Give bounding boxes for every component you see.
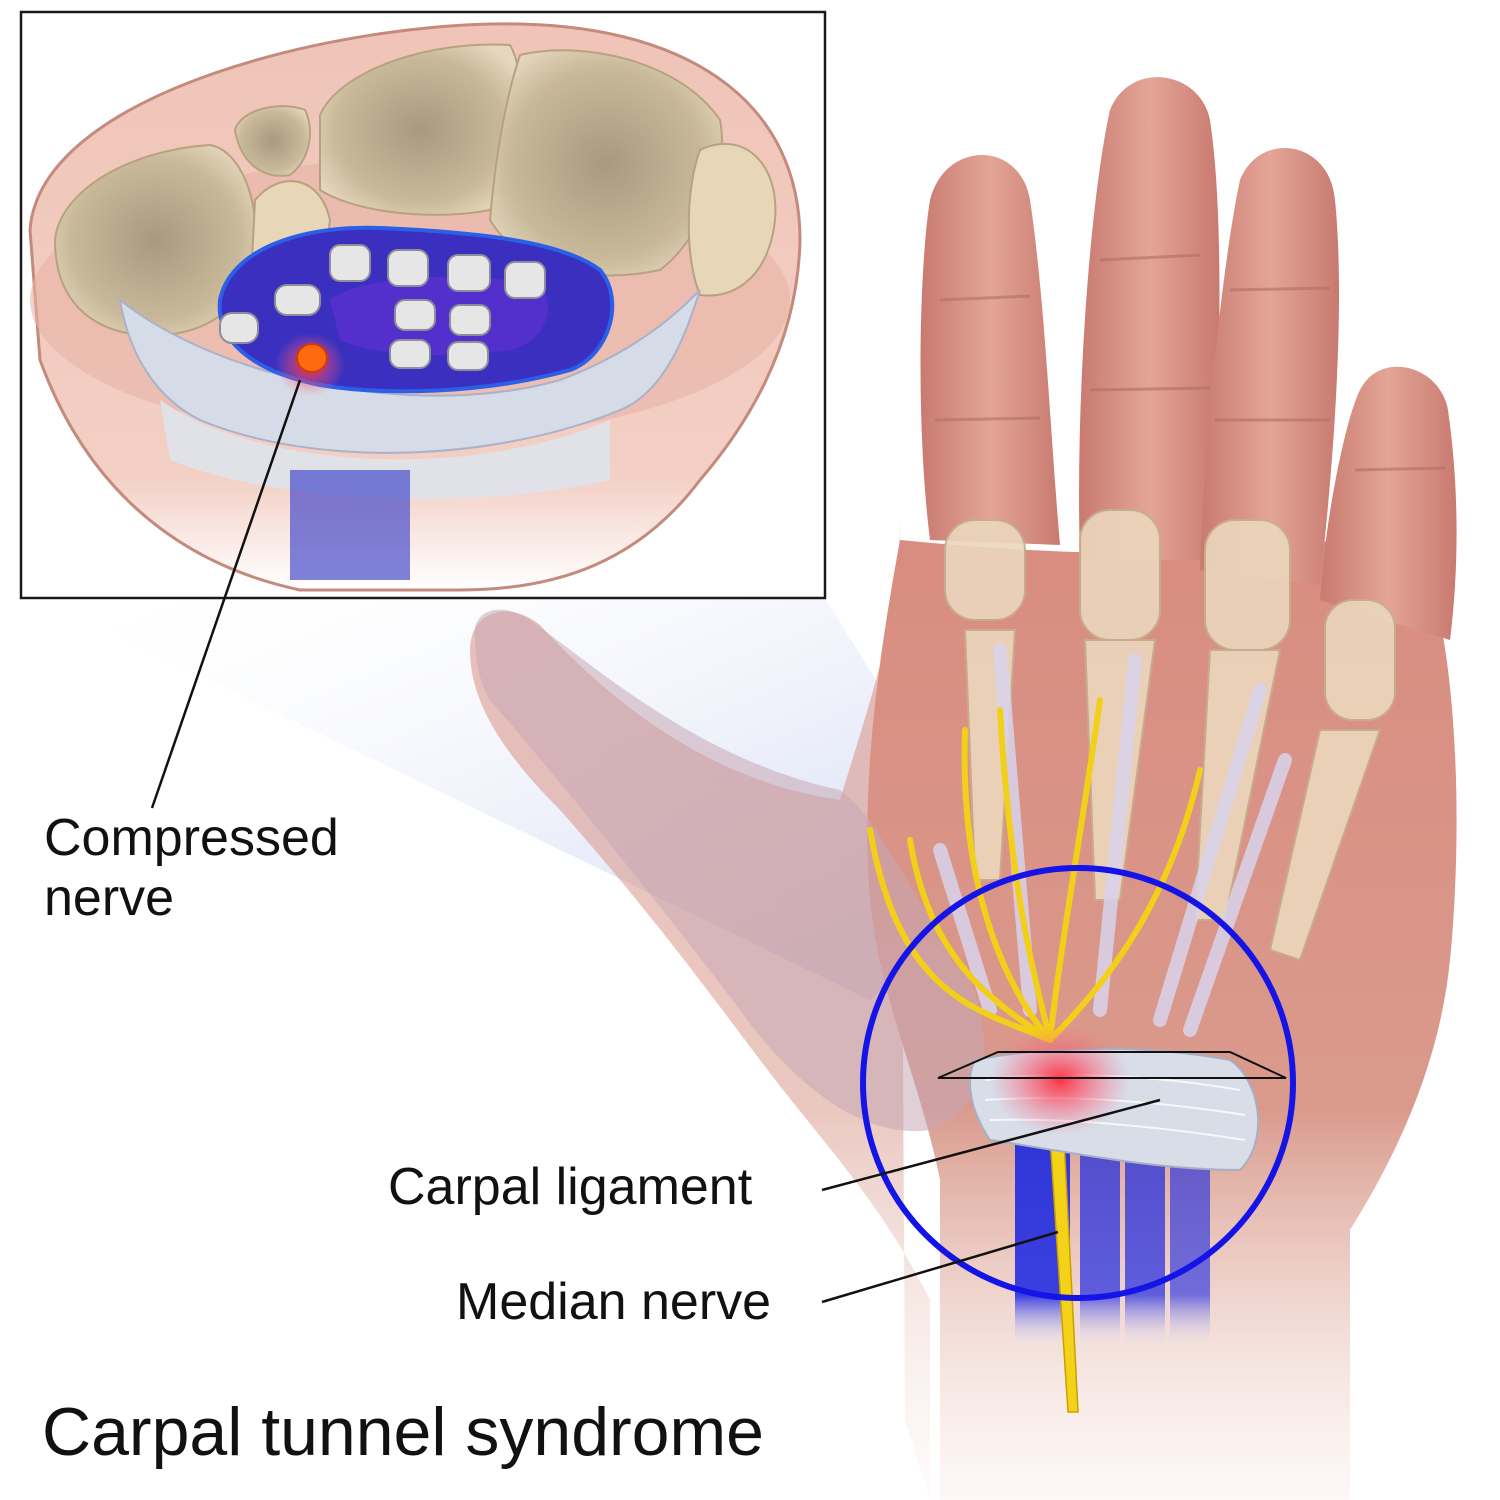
leader-lines <box>150 379 1161 1304</box>
inflammation-glow <box>990 1025 1130 1135</box>
median-nerve-branches <box>867 697 1203 1043</box>
compressed-nerve-label: Compressed nerve <box>44 808 339 928</box>
section-plane <box>937 1051 1287 1079</box>
little-finger <box>1320 366 1457 640</box>
index-finger <box>920 155 1060 545</box>
inset-frame <box>19 10 827 600</box>
middle-finger <box>1079 77 1220 561</box>
diagram-title: Carpal tunnel syndrome <box>42 1394 764 1470</box>
tendons <box>933 643 1292 1037</box>
highlight-circle <box>860 865 1296 1301</box>
leader-median-nerve <box>821 1230 1059 1304</box>
ring-finger <box>1200 147 1340 586</box>
leader-carpal-ligament <box>821 1098 1161 1192</box>
carpal-ligament-label: Carpal ligament <box>388 1158 753 1216</box>
cross-section-inset <box>21 12 825 598</box>
leader-compressed-nerve <box>150 379 302 809</box>
compressed-nerve-label-line2: nerve <box>44 869 175 927</box>
compressed-nerve-label-line1: Compressed <box>44 809 339 867</box>
median-nerve-label: Median nerve <box>456 1273 772 1331</box>
